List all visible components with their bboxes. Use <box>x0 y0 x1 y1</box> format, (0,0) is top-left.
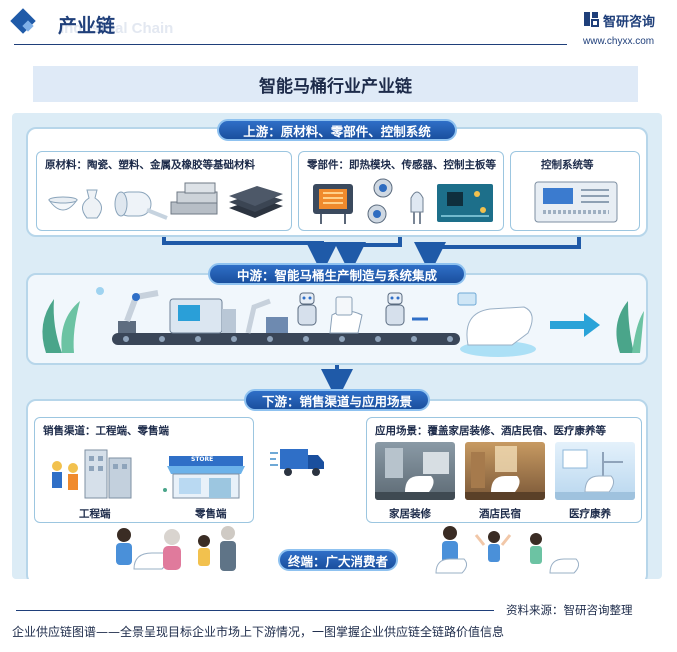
midstream-label: 中游：智能马桶生产制造与系统集成 <box>208 263 466 285</box>
scenario-label-medical: 医疗康养 <box>569 508 611 520</box>
components-icon <box>313 178 493 224</box>
industry-chain-diagram: 上游：原材料、零部件、控制系统 原材料：陶瓷、塑料、金属及橡胶等基础材料 零部件… <box>12 113 662 579</box>
sales-channels-box: 销售渠道：工程端、零售端 工程端 STORE 零售端 <box>34 417 254 523</box>
scenario-label-hotel: 酒店民宿 <box>479 508 521 520</box>
sales-channels-title: 销售渠道：工程端、零售端 <box>43 425 169 437</box>
hotel-homestay-scene <box>465 442 545 500</box>
footer-divider <box>16 610 494 611</box>
engineering-channel-label: 工程端 <box>79 508 111 520</box>
medical-care-scene <box>555 442 635 500</box>
delivery-truck-icon <box>270 449 324 476</box>
control-systems-box: 控制系统等 <box>510 151 640 231</box>
control-systems-title: 控制系统等 <box>541 159 594 171</box>
header-divider <box>14 44 567 45</box>
terminal-label: 终端：广大消费者 <box>278 549 398 571</box>
production-line-icon <box>42 287 644 357</box>
home-decoration-scene <box>375 442 455 500</box>
source-note: 资料来源：智研咨询整理 <box>506 603 633 617</box>
retail-store-icon <box>163 456 245 499</box>
store-sign: STORE <box>191 456 214 463</box>
consumers-left-icon <box>116 526 236 571</box>
upstream-label: 上游：原材料、零部件、控制系统 <box>217 119 457 141</box>
raw-materials-title: 原材料：陶瓷、塑料、金属及橡胶等基础材料 <box>45 159 255 171</box>
control-system-device-icon <box>534 181 618 223</box>
raw-materials-icon <box>48 182 283 220</box>
section-title: 产业链 <box>58 15 116 37</box>
header-watermark: Industrial Chain <box>60 20 174 37</box>
components-title: 零部件：即热模块、传感器、控制主板等 <box>307 159 496 171</box>
components-box: 零部件：即热模块、传感器、控制主板等 <box>298 151 504 231</box>
raw-materials-box: 原材料：陶瓷、塑料、金属及橡胶等基础材料 <box>36 151 292 231</box>
application-scenarios-box: 应用场景：覆盖家居装修、酒店民宿、医疗康养等 家居装修 酒店民宿 <box>366 417 642 523</box>
diagram-title: 智能马桶行业产业链 <box>259 76 412 97</box>
header-diamond-icon <box>10 8 36 34</box>
footer-tagline: 企业供应链图谱——全景呈现目标企业市场上下游情况，一图掌握企业供应链全链路价值信… <box>12 625 505 639</box>
retail-channel-label: 零售端 <box>195 508 227 520</box>
logo-icon <box>584 12 599 27</box>
downstream-label: 下游：销售渠道与应用场景 <box>244 389 430 411</box>
scenario-label-home: 家居装修 <box>389 508 431 520</box>
diagram-title-bar: 智能马桶行业产业链 <box>33 66 638 102</box>
engineering-channel-icon <box>52 449 132 499</box>
application-scenarios-title: 应用场景：覆盖家居装修、酒店民宿、医疗康养等 <box>375 425 606 437</box>
logo-name: 智研咨询 <box>603 15 656 30</box>
consumers-right-icon <box>435 526 580 574</box>
logo-url: www.chyxx.com <box>583 36 655 47</box>
